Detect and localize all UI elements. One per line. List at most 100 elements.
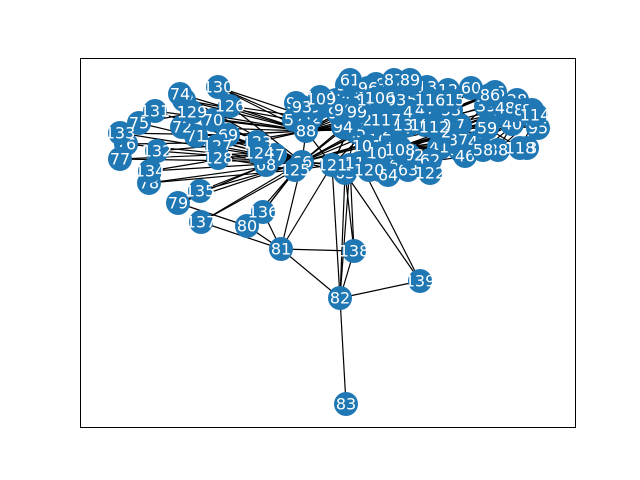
graph-node-label: 58 bbox=[473, 141, 493, 160]
graph-node: 58 bbox=[471, 138, 495, 162]
graph-node-label: 5 bbox=[407, 91, 417, 110]
graph-edge bbox=[339, 164, 351, 299]
graph-node-label: 139 bbox=[405, 272, 436, 291]
graph-node-label: 128 bbox=[203, 149, 234, 168]
graph-node: 108 bbox=[385, 138, 416, 162]
graph-node-marker bbox=[508, 136, 532, 160]
graph-node: 93 bbox=[290, 95, 314, 119]
graph-node-label: 88 bbox=[296, 122, 316, 141]
graph-node-marker bbox=[206, 75, 230, 99]
graph-node: 117 bbox=[371, 108, 401, 132]
graph-node: 125 bbox=[280, 158, 311, 182]
graph-node-label: 81 bbox=[271, 240, 291, 259]
graph-edge bbox=[344, 172, 421, 282]
graph-node-label: 138 bbox=[339, 242, 370, 261]
graph-node-marker bbox=[168, 82, 192, 106]
graph-node-label: 109 bbox=[306, 90, 337, 109]
graph-node: 137 bbox=[186, 210, 217, 234]
graph-node-label: 135 bbox=[185, 182, 216, 201]
graph-node-label: 106 bbox=[365, 89, 396, 108]
graph-node-marker bbox=[180, 100, 204, 124]
graph-node-marker bbox=[523, 103, 547, 127]
graph-node: 74 bbox=[168, 82, 192, 106]
graph-node-label: 60 bbox=[461, 79, 481, 98]
graph-node-label: 116 bbox=[415, 91, 446, 110]
graph-node-label: 130 bbox=[203, 78, 234, 97]
graph-node-label: 124 bbox=[244, 144, 275, 163]
graph-node: 124 bbox=[244, 141, 275, 165]
graph-node-marker bbox=[418, 88, 442, 112]
graph-node: 133 bbox=[105, 121, 135, 145]
graph-node-label: 137 bbox=[186, 213, 217, 232]
graph-node: 115 bbox=[435, 88, 465, 112]
graph-node-label: 82 bbox=[330, 289, 350, 308]
graph-node: 86 bbox=[478, 83, 502, 107]
graph-edge bbox=[339, 280, 421, 299]
graph-node-label: 108 bbox=[385, 141, 416, 160]
graph-node-marker bbox=[388, 138, 412, 162]
graph-node-label: 61 bbox=[340, 71, 360, 90]
graph-node: 112 bbox=[419, 115, 449, 139]
graph-node-label: 125 bbox=[280, 161, 311, 180]
graph-node-label: 114 bbox=[520, 106, 551, 125]
graph-edge bbox=[200, 169, 296, 223]
graph-node: 130 bbox=[203, 75, 234, 99]
graph-node: 116 bbox=[415, 88, 446, 112]
graph-node-marker bbox=[218, 94, 242, 118]
graph-node-label: 93 bbox=[292, 98, 312, 117]
graph-node-marker bbox=[235, 214, 259, 238]
graph-node-label: 75 bbox=[129, 114, 149, 133]
graph-node-label: 136 bbox=[248, 203, 279, 222]
graph-node: 139 bbox=[405, 269, 436, 293]
graph-node-label: 121 bbox=[317, 156, 348, 175]
graph-node-label: 74 bbox=[170, 85, 190, 104]
graph-node: 131 bbox=[140, 99, 170, 123]
graph-node-label: 89 bbox=[400, 71, 420, 90]
graph-edge bbox=[339, 297, 347, 405]
graph-node-label: 64 bbox=[378, 166, 398, 185]
graph-edge bbox=[119, 152, 260, 160]
graph-node: 59 bbox=[475, 116, 499, 140]
graph-edge bbox=[331, 164, 341, 299]
graph-node-label: 79 bbox=[168, 194, 188, 213]
graph-node: 64 bbox=[376, 163, 400, 187]
graph-node-marker bbox=[459, 76, 483, 100]
graph-node: 79 bbox=[166, 191, 190, 215]
graph-node-label: 83 bbox=[336, 395, 356, 414]
graph-node-marker bbox=[290, 95, 314, 119]
graph-node: 70 bbox=[201, 108, 225, 132]
graph-node: 138 bbox=[339, 239, 370, 263]
graph-node-marker bbox=[357, 158, 381, 182]
nodes-layer: 0123456789101112131415161718192021222324… bbox=[105, 68, 551, 416]
graph-edge bbox=[344, 172, 355, 252]
graph-node-label: 46 bbox=[455, 147, 475, 166]
graph-node: 135 bbox=[185, 179, 216, 203]
graph-node-marker bbox=[247, 141, 271, 165]
graph-edge bbox=[359, 162, 421, 282]
graph-node-label: 126 bbox=[215, 97, 246, 116]
graph-node-label: 129 bbox=[177, 103, 208, 122]
graph-node-label: 77 bbox=[110, 150, 130, 169]
graph-node-marker bbox=[206, 146, 230, 170]
graph-node-marker bbox=[108, 147, 132, 171]
graph-node-marker bbox=[478, 83, 502, 107]
graph-node-label: 99 bbox=[347, 103, 367, 122]
graph-node: 109 bbox=[306, 87, 337, 111]
graph-node-marker bbox=[294, 119, 318, 143]
graph-node-marker bbox=[108, 121, 132, 145]
graph-edge bbox=[229, 105, 303, 163]
graph-node: 136 bbox=[248, 200, 279, 224]
graph-node: 121 bbox=[317, 153, 348, 177]
graph-edge bbox=[280, 248, 355, 252]
graph-node-marker bbox=[145, 139, 169, 163]
graph-node-marker bbox=[328, 286, 352, 310]
graph-node: 122 bbox=[415, 161, 445, 185]
graph-node: 132 bbox=[142, 139, 172, 163]
graph-node-marker bbox=[166, 191, 190, 215]
graph-node-marker bbox=[283, 158, 307, 182]
graph-node: 81 bbox=[269, 237, 293, 261]
graph-edge bbox=[280, 248, 341, 299]
graph-node: 120 bbox=[354, 158, 384, 182]
graph-node: 75 bbox=[127, 111, 151, 135]
graph-node-marker bbox=[418, 161, 442, 185]
